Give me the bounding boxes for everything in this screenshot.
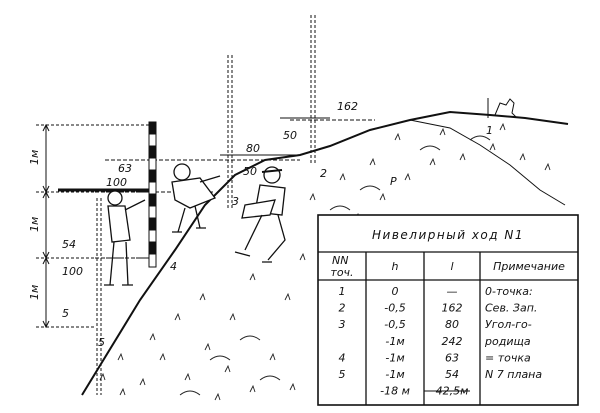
table-cell-l: 242 [442,335,463,348]
point-number-2: 2 [320,167,327,180]
table-cell-h: -18 м [380,385,410,398]
table-header-note: Примечание [493,260,565,273]
point-number-1: 1 [486,124,493,137]
surveyor-left [104,190,146,286]
table-cell-h: -0,5 [384,302,405,315]
point-number-4: 4 [170,260,177,273]
point-number-3: 3 [232,195,239,208]
height-label-bottom: 1м [28,285,41,300]
table-cell-l: 80 [445,318,459,331]
reading-80: 80 [246,142,260,155]
reading-50-upper: 50 [283,129,297,142]
table-cell-note: = точка [485,351,531,364]
table-cell-note: 0-точка: [485,285,533,298]
table-cell-point: 5 [339,368,346,381]
leveling-table [317,214,579,406]
level-instrument-point-1 [487,98,517,118]
point-number-5: 5 [98,336,105,349]
table-cell-h: -1м [385,351,404,364]
reading-162: 162 [337,100,358,113]
table-title: Нивелирный ход N1 [372,228,524,242]
height-label-top: 1м [28,150,41,165]
surveyor-middle [171,163,221,233]
table-cell-note: Сев. Зап. [485,302,537,315]
table-header-l: l [450,260,453,273]
table-cell-h: -0,5 [384,318,405,331]
table-cell-l: — [447,285,458,298]
reading-50-lower: 50 [243,165,257,178]
table-cell-l: 54 [445,368,459,381]
table-cell-point: 1 [339,285,346,298]
table-cell-point: 2 [339,302,346,315]
table-cell-point: 4 [339,351,346,364]
table-cell-h: 0 [392,285,399,298]
reading-5: 5 [62,307,69,320]
table-cell-point: 3 [339,318,346,331]
table-cell-note: Угол-го- [485,318,532,331]
grass-texture [99,122,551,401]
height-scale [36,123,150,329]
reading-54: 54 [62,238,76,251]
table-cell-l: 42,5м [436,385,469,398]
table-cell-note: родища [484,335,531,348]
marker-letter: Р [390,175,397,188]
table-header-h: h [392,260,399,273]
table-cell-l: 162 [442,302,463,315]
height-label-middle: 1м [28,217,41,232]
reading-100-upper: 100 [106,176,127,189]
table-cell-note: N 7 плана [485,368,542,381]
table-rows: 1 0 — 0-точка: 2 -0,5 162 Сев. Зап. 3 -0,5 80 Угол-… [339,285,543,398]
table-header-nn: NN точ. [330,254,353,279]
reading-63: 63 [118,162,132,175]
surveyor-right [234,166,286,263]
table-cell-h: -1м [385,335,404,348]
table-cell-h: -1м [385,368,404,381]
reading-100-lower: 100 [62,265,83,278]
rods [96,15,316,395]
table-cell-l: 63 [445,351,459,364]
